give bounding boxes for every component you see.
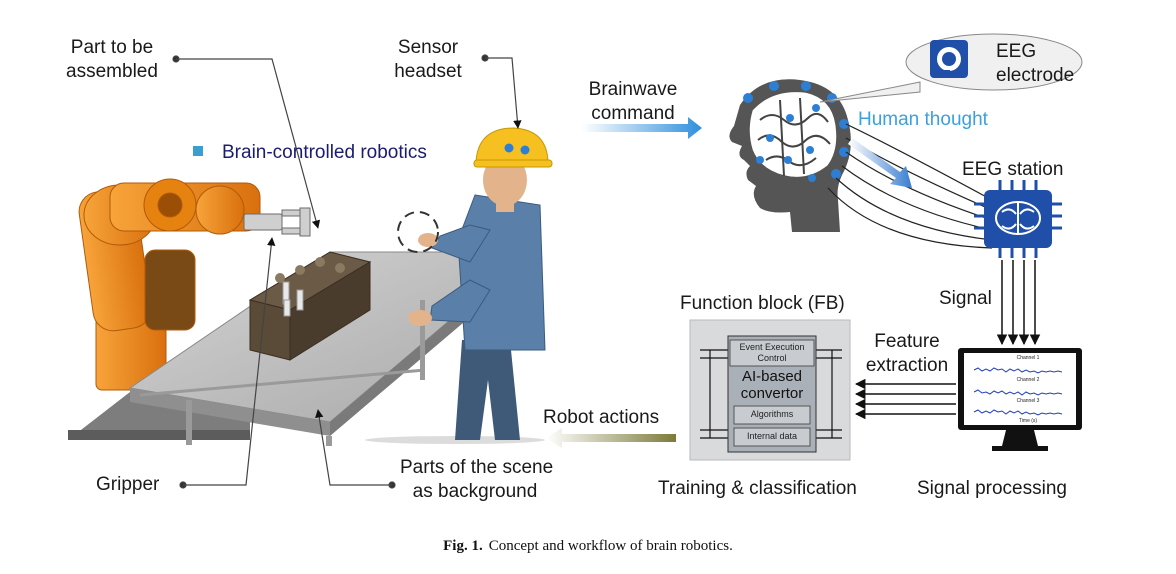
monitor-axis-label: Time (s) xyxy=(1018,418,1038,424)
feature-extraction-arrows xyxy=(854,378,956,420)
fb-algorithms: Algorithms xyxy=(750,409,794,419)
label-training-classification: Training & classification xyxy=(658,478,857,499)
robot-arm xyxy=(78,178,261,391)
signal-arrows xyxy=(996,260,1041,346)
callout-lines xyxy=(172,54,522,489)
label-feature-line2: extraction xyxy=(865,355,949,376)
label-eeg-station: EEG station xyxy=(962,159,1064,180)
label-feature-extraction: Feature extraction xyxy=(852,330,962,378)
fb-event-execution: Event Execution Control xyxy=(730,342,814,364)
label-signal-processing: Signal processing xyxy=(917,478,1067,499)
label-sensor-headset: Sensor headset xyxy=(378,36,478,84)
label-eeg-electrode-line1: EEG xyxy=(996,41,1037,62)
fb-ai-line1: AI-based xyxy=(741,368,803,385)
label-parts-word2: scene xyxy=(502,457,554,478)
human-thought-arrow xyxy=(848,138,912,188)
label-gripper: Gripper xyxy=(96,474,160,495)
fb-event-line1: Event Execution xyxy=(739,342,805,352)
label-brain-controlled-robotics: Brain-controlled robotics xyxy=(222,142,427,163)
monitor-channel-3: Channel 3 xyxy=(1016,398,1040,404)
label-part-line1: Part to be xyxy=(70,37,154,58)
label-part-line2: assembled xyxy=(66,61,158,82)
label-sensor-line1: Sensor xyxy=(397,37,459,58)
label-part-to-be-assembled: Part to be assembled xyxy=(52,36,172,84)
label-brainwave-line1: Brainwave xyxy=(588,79,678,100)
monitor-channel-2: Channel 2 xyxy=(1016,377,1040,383)
eeg-station-chip xyxy=(974,180,1062,258)
label-brainwave-line2: command xyxy=(591,103,675,124)
label-parts-line2: as background xyxy=(412,481,538,502)
label-signal: Signal xyxy=(939,288,992,309)
label-sensor-line2: headset xyxy=(394,61,462,82)
figure-caption: Fig. 1. Concept and workflow of brain rob… xyxy=(0,538,1176,555)
fb-ai-line2: convertor xyxy=(740,385,804,402)
brainwave-arrow xyxy=(582,117,702,139)
label-function-block: Function block (FB) xyxy=(680,293,845,314)
label-human-thought: Human thought xyxy=(858,109,988,130)
legend-square-icon xyxy=(193,146,203,156)
label-eeg-electrode-line2: electrode xyxy=(996,65,1075,86)
human-worker xyxy=(365,127,553,444)
label-parts-word1: Parts of the xyxy=(400,457,498,478)
fb-ai-convertor: AI-based convertor xyxy=(728,368,816,402)
robot-scene xyxy=(68,127,553,446)
engine-block xyxy=(248,251,372,361)
gripper xyxy=(243,207,311,237)
robot-actions-arrow xyxy=(546,428,676,448)
fb-internal-data: Internal data xyxy=(746,431,798,441)
label-parts-of-scene: Parts of the scene as background xyxy=(400,456,554,504)
eeg-wires xyxy=(827,123,993,249)
monitor-channel-1: Channel 1 xyxy=(1016,355,1040,361)
caption-label: Fig. 1. xyxy=(443,538,483,554)
label-feature-line1: Feature xyxy=(874,331,940,352)
label-brainwave-command: Brainwave command xyxy=(578,78,688,126)
function-block xyxy=(689,319,851,461)
label-robot-actions: Robot actions xyxy=(543,407,660,428)
head-with-brain xyxy=(729,79,851,233)
label-parts-line1: Parts of the scene xyxy=(400,456,554,480)
eeg-electrode-callout xyxy=(819,33,1083,103)
label-eeg-electrode: EEG electrode xyxy=(996,40,1074,88)
fb-event-line2: Control xyxy=(757,353,787,363)
caption-text: Concept and workflow of brain robotics. xyxy=(488,538,733,554)
monitor xyxy=(958,348,1082,451)
